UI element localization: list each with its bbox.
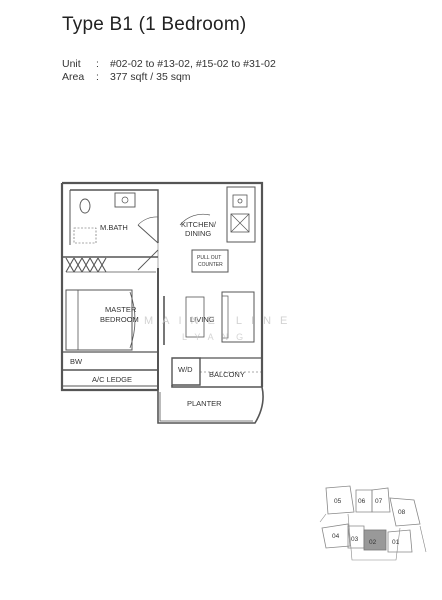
unit-separator: : bbox=[96, 58, 99, 70]
area-value: 377 sqft / 35 sqm bbox=[110, 71, 191, 83]
unit-row: Unit: #02-02 to #13-02, #15-02 to #31-02 bbox=[62, 58, 276, 70]
balcony-label: BALCONY bbox=[209, 370, 245, 379]
ac-ledge-label: A/C LEDGE bbox=[92, 375, 132, 384]
bedroom-door bbox=[137, 249, 159, 271]
unit-label: Unit bbox=[62, 58, 81, 70]
area-row: Area:377 sqft / 35 sqm bbox=[62, 71, 191, 83]
wd-label: W/D bbox=[178, 365, 193, 374]
area-label: Area bbox=[62, 71, 85, 83]
toilet-icon bbox=[79, 198, 91, 214]
outer-wall-left bbox=[60, 183, 158, 392]
bath-door bbox=[137, 224, 159, 244]
keyplan-unit-highlight bbox=[363, 529, 387, 551]
pullout-label-2: COUNTER bbox=[198, 262, 223, 268]
pull-out-counter bbox=[191, 249, 229, 273]
entry-door-swing bbox=[179, 213, 211, 226]
area-separator: : bbox=[96, 71, 99, 83]
watermark-line1: MAINE LINE bbox=[144, 315, 297, 327]
keyplan-unit-02: 02 bbox=[369, 539, 377, 546]
wd-closet bbox=[171, 357, 201, 386]
master-label-1: MASTER bbox=[105, 305, 137, 314]
keyplan-unit-01: 01 bbox=[392, 539, 400, 546]
pullout-label-1: PULL OUT bbox=[197, 255, 221, 261]
outer-wall-top-right bbox=[62, 181, 264, 387]
stove-icon bbox=[230, 213, 250, 233]
keyplan-unit-06: 06 bbox=[358, 498, 366, 505]
basin-icon bbox=[114, 192, 136, 208]
unit-value: #02-02 to #13-02, #15-02 to #31-02 bbox=[110, 58, 276, 70]
planter-wall bbox=[157, 386, 264, 424]
sink-icon bbox=[232, 194, 248, 208]
master-label-2: BEDROOM bbox=[100, 315, 139, 324]
bw-label: BW bbox=[70, 357, 83, 366]
kitchen-counter bbox=[226, 186, 256, 243]
keyplan-unit-03: 03 bbox=[351, 536, 359, 543]
wardrobe-hatch bbox=[65, 257, 107, 273]
living-label: LIVING bbox=[190, 315, 215, 324]
balcony-wall bbox=[171, 385, 262, 388]
bath-wall bbox=[70, 189, 159, 243]
keyplan-unit-05: 05 bbox=[334, 498, 342, 505]
kitchen-label-2: DINING bbox=[185, 229, 211, 238]
keyplan-unit-04: 04 bbox=[332, 533, 340, 540]
kitchen-label-1: KITCHEN/ bbox=[181, 220, 217, 229]
keyplan-unit-08: 08 bbox=[398, 509, 406, 516]
planter-label: PLANTER bbox=[187, 399, 222, 408]
key-plan: 05 06 07 08 04 03 02 01 bbox=[319, 485, 427, 561]
watermark-line2: LYANG bbox=[182, 332, 252, 342]
dining-table bbox=[185, 296, 205, 338]
mbath-label: M.BATH bbox=[100, 223, 128, 232]
page-title: Type B1 (1 Bedroom) bbox=[62, 14, 247, 35]
keyplan-unit-07: 07 bbox=[375, 498, 383, 505]
